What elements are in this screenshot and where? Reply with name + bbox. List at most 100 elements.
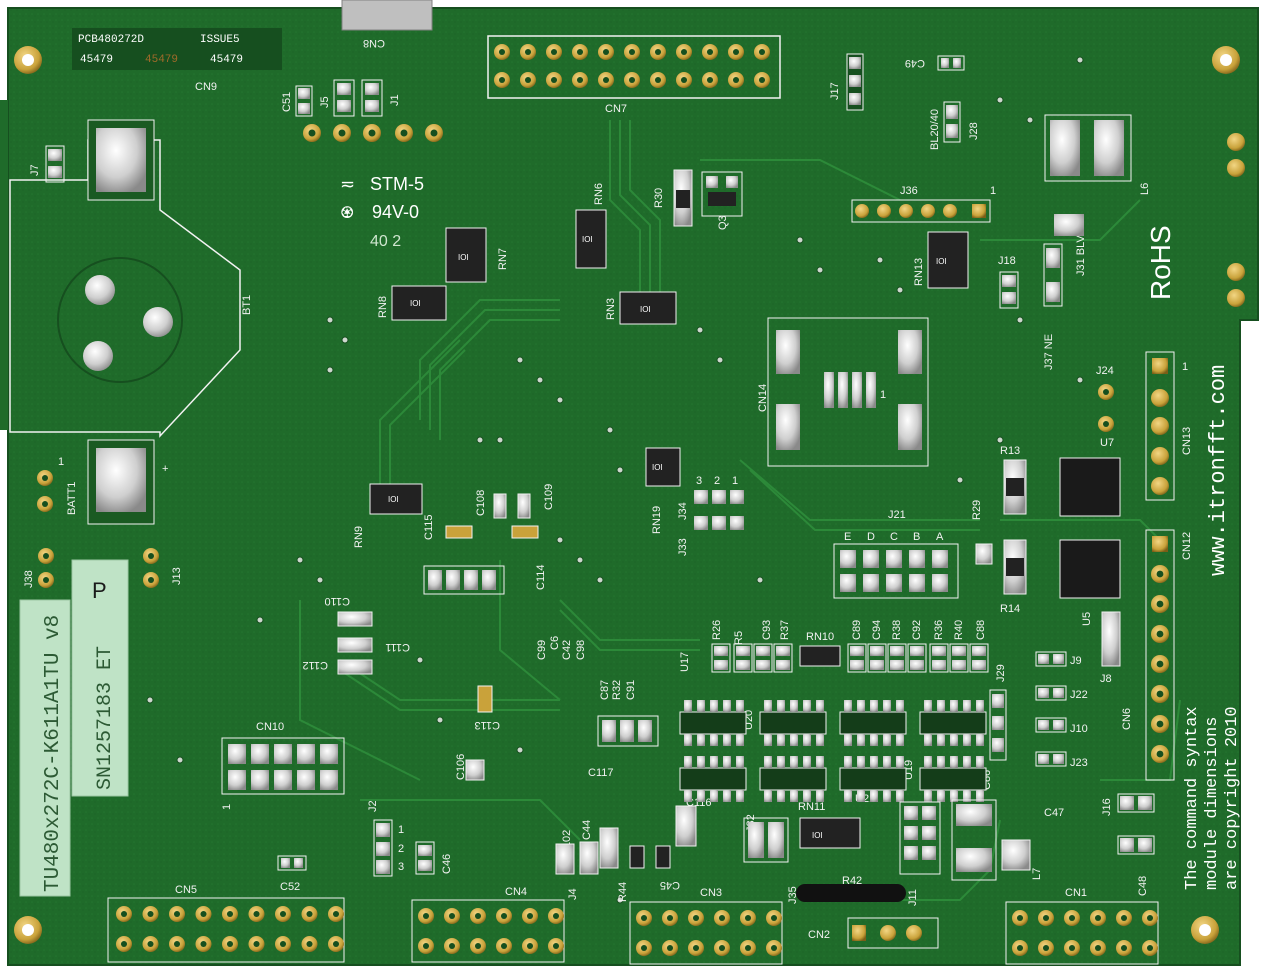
resistor-r30: R30 xyxy=(653,169,693,227)
svg-text:R32: R32 xyxy=(611,680,623,700)
inductor-l6: L6 xyxy=(1044,114,1151,195)
batch-code: 45479 xyxy=(80,54,113,66)
svg-text:J31 BLV: J31 BLV xyxy=(1075,235,1087,276)
pad xyxy=(886,574,902,592)
svg-text:IOI: IOI xyxy=(640,305,651,314)
copper-traces xyxy=(299,120,1181,901)
svg-text:C98: C98 xyxy=(575,640,587,660)
chip-u7: U7 xyxy=(1059,437,1121,517)
pad xyxy=(297,770,315,790)
svg-text:CN14: CN14 xyxy=(757,384,769,412)
svg-text:R44: R44 xyxy=(617,882,629,902)
jumper-j2: J2 1 2 3 xyxy=(367,800,404,877)
svg-text:C110: C110 xyxy=(325,595,350,607)
svg-text:J8: J8 xyxy=(1100,673,1112,685)
svg-text:Q3: Q3 xyxy=(717,215,729,230)
svg-text:CN4: CN4 xyxy=(505,886,527,898)
jumper-j17: J17 xyxy=(829,53,864,111)
pcb-number: PCB480272D xyxy=(78,34,144,46)
svg-text:J2: J2 xyxy=(367,800,379,812)
handwritten-mark: P xyxy=(92,578,107,603)
svg-text:C46: C46 xyxy=(441,854,453,874)
resistor-r29: R29 xyxy=(971,500,993,565)
pad xyxy=(274,744,292,764)
batch-code: 45479 xyxy=(145,54,178,66)
chip-rn3: IOI RN3 xyxy=(605,291,677,325)
pin-label: A xyxy=(936,531,944,543)
svg-text:IOI: IOI xyxy=(582,235,593,244)
svg-text:J22: J22 xyxy=(1070,689,1088,701)
svg-text:1: 1 xyxy=(398,824,404,836)
svg-text:C113: C113 xyxy=(475,719,500,731)
jumper-j22: J22 xyxy=(1035,685,1088,701)
svg-text:+: + xyxy=(162,463,168,475)
jumper-j24: J24 xyxy=(1096,365,1114,432)
copyright-block: The command syntax module dimensions are… xyxy=(1183,706,1262,890)
svg-text:RN7: RN7 xyxy=(497,248,509,270)
pad xyxy=(932,574,948,592)
header-cn12: CN12 CN6 xyxy=(1121,529,1193,781)
jumper-j28: J28 BL20/40 xyxy=(929,101,980,150)
svg-text:module dimensions: module dimensions xyxy=(1203,717,1222,890)
svg-text:RN11: RN11 xyxy=(798,801,825,813)
svg-text:BATT1: BATT1 xyxy=(66,482,78,515)
svg-text:J11: J11 xyxy=(907,889,919,906)
pad xyxy=(251,744,269,764)
svg-text:CN5: CN5 xyxy=(175,884,197,896)
svg-text:C94: C94 xyxy=(871,620,883,640)
pad xyxy=(712,490,726,504)
svg-text:J5: J5 xyxy=(319,96,331,108)
svg-text:BL20/40: BL20/40 xyxy=(929,109,941,150)
jumper-j5: J5 xyxy=(319,79,355,117)
soic-chip xyxy=(759,767,827,791)
svg-text:CN3: CN3 xyxy=(700,887,722,899)
svg-text:J36: J36 xyxy=(900,185,918,197)
pad xyxy=(274,770,292,790)
pad xyxy=(886,550,902,568)
svg-text:C42: C42 xyxy=(561,640,573,660)
svg-text:RN3: RN3 xyxy=(605,298,617,320)
jumper-j29: J29 xyxy=(989,664,1007,761)
soic-chip xyxy=(919,711,987,735)
svg-text:♼: ♼ xyxy=(340,205,354,222)
svg-text:C47: C47 xyxy=(1044,807,1064,819)
jumper-j23: J23 xyxy=(1035,751,1088,769)
svg-text:CN2: CN2 xyxy=(808,929,830,941)
svg-text:L7: L7 xyxy=(1031,868,1043,880)
svg-text:J10: J10 xyxy=(1070,723,1088,735)
pad xyxy=(712,516,726,530)
svg-text:BT1: BT1 xyxy=(241,295,253,315)
pad xyxy=(228,770,246,790)
svg-text:J21: J21 xyxy=(888,509,906,521)
chip-u5: U5 xyxy=(1059,539,1121,626)
connector-cn10: CN10 1 xyxy=(221,721,345,810)
stm-logo: ≂ STM-5 ♼ 94V-0 40 2 xyxy=(340,174,424,250)
svg-text:CN13: CN13 xyxy=(1181,427,1193,455)
svg-text:J4: J4 xyxy=(567,888,579,900)
svg-text:R37: R37 xyxy=(779,620,791,640)
svg-text:J33: J33 xyxy=(677,538,689,556)
jumper-j18: J18 xyxy=(998,255,1019,309)
pad xyxy=(863,550,879,568)
svg-text:J17: J17 xyxy=(829,82,841,100)
svg-text:C112: C112 xyxy=(303,659,328,671)
svg-text:IOI: IOI xyxy=(458,253,469,262)
svg-text:2: 2 xyxy=(398,843,404,855)
svg-text:R42: R42 xyxy=(842,875,862,887)
svg-text:IOI: IOI xyxy=(652,463,663,472)
jumper-j31: J31 BLV xyxy=(1043,214,1087,307)
svg-text:RoHS: RoHS xyxy=(1145,225,1176,300)
usb-connector-cn8: CN8 xyxy=(341,0,433,49)
svg-text:94V-0: 94V-0 xyxy=(372,202,419,222)
svg-text:RN13: RN13 xyxy=(913,258,925,286)
svg-text:C48: C48 xyxy=(1137,876,1149,896)
svg-text:C49: C49 xyxy=(905,57,925,69)
model-sticker: TU480x272C-K611A1TU v8 SN1257183 ET P xyxy=(19,559,129,897)
svg-text:C92: C92 xyxy=(911,620,923,640)
header-cn1: CN1 xyxy=(1005,887,1159,965)
capacitor-c49: C49 xyxy=(905,55,965,71)
svg-text:C45: C45 xyxy=(660,879,680,891)
capacitor-c46: C46 xyxy=(415,841,453,875)
svg-text:R38: R38 xyxy=(891,620,903,640)
